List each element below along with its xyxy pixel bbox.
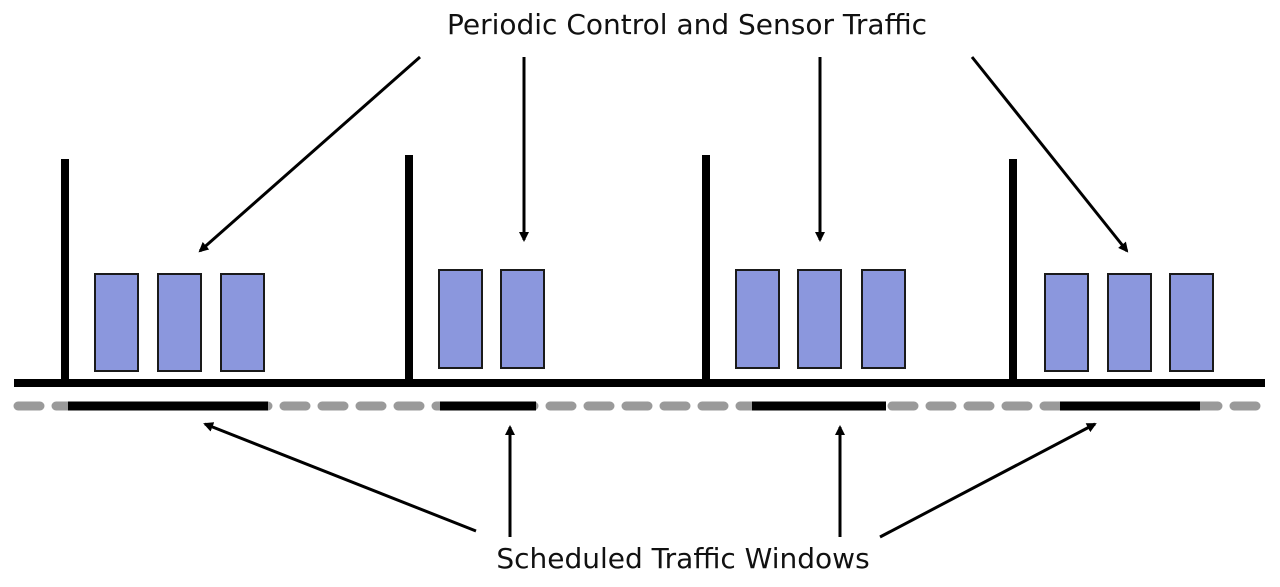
arrow-to-cycle-1: [198, 55, 421, 253]
packet: [735, 269, 780, 369]
packet: [1107, 273, 1152, 372]
packet: [500, 269, 545, 369]
scheduled-windows-label: Scheduled Traffic Windows: [496, 542, 870, 575]
arrow-to-cycle-4: [970, 56, 1129, 253]
packet: [1044, 273, 1089, 372]
arrow-to-window-4: [879, 422, 1097, 539]
packet: [94, 273, 139, 372]
packet: [438, 269, 483, 369]
packet: [157, 273, 202, 372]
packet: [797, 269, 842, 369]
packet: [220, 273, 265, 372]
periodic-traffic-label: Periodic Control and Sensor Traffic: [446, 8, 928, 41]
packet: [861, 269, 906, 369]
arrow-to-window-1: [203, 422, 477, 533]
packet: [1169, 273, 1214, 372]
